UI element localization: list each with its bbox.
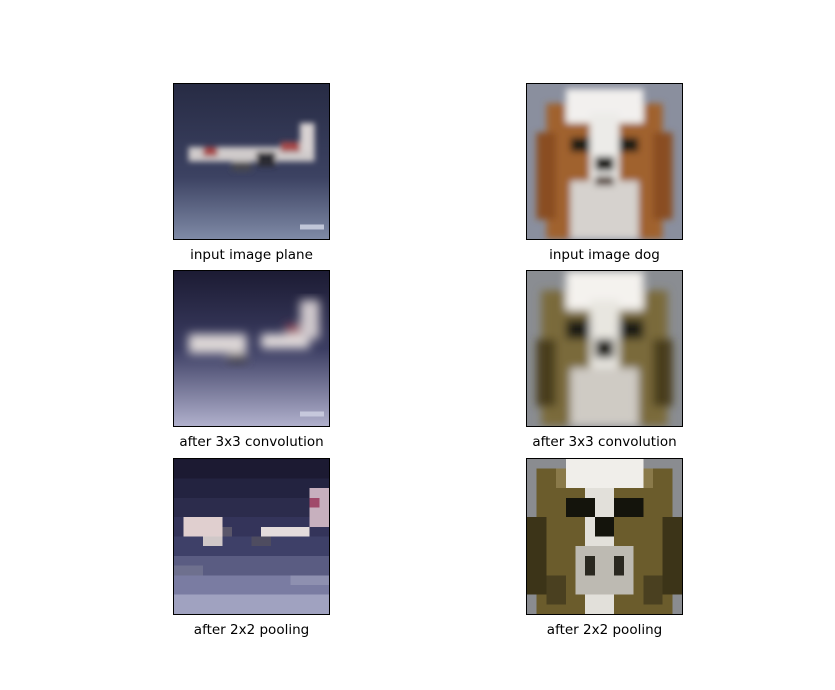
panel-plane-input: input image plane [173, 83, 330, 263]
caption: input image dog [549, 247, 660, 263]
panel-plane-conv: after 3x3 convolution [173, 270, 330, 450]
panel-dog-input: input image dog [526, 83, 683, 263]
image-frame [526, 458, 683, 615]
image-frame [173, 83, 330, 240]
dog-pool-image [527, 459, 682, 614]
panel-plane-pool: after 2x2 pooling [173, 458, 330, 638]
caption: input image plane [190, 247, 313, 263]
image-frame [526, 270, 683, 427]
plane-pool-image [174, 459, 329, 614]
caption: after 3x3 convolution [179, 434, 324, 450]
caption: after 2x2 pooling [193, 622, 310, 638]
image-frame [526, 83, 683, 240]
image-frame [173, 458, 330, 615]
image-frame [173, 270, 330, 427]
plane-input-image [174, 84, 329, 239]
panel-dog-conv: after 3x3 convolution [526, 270, 683, 450]
plane-conv-image [174, 271, 329, 426]
panel-dog-pool: after 2x2 pooling [526, 458, 683, 638]
caption: after 3x3 convolution [532, 434, 677, 450]
dog-input-image [527, 84, 682, 239]
dog-conv-image [527, 271, 682, 426]
caption: after 2x2 pooling [546, 622, 663, 638]
